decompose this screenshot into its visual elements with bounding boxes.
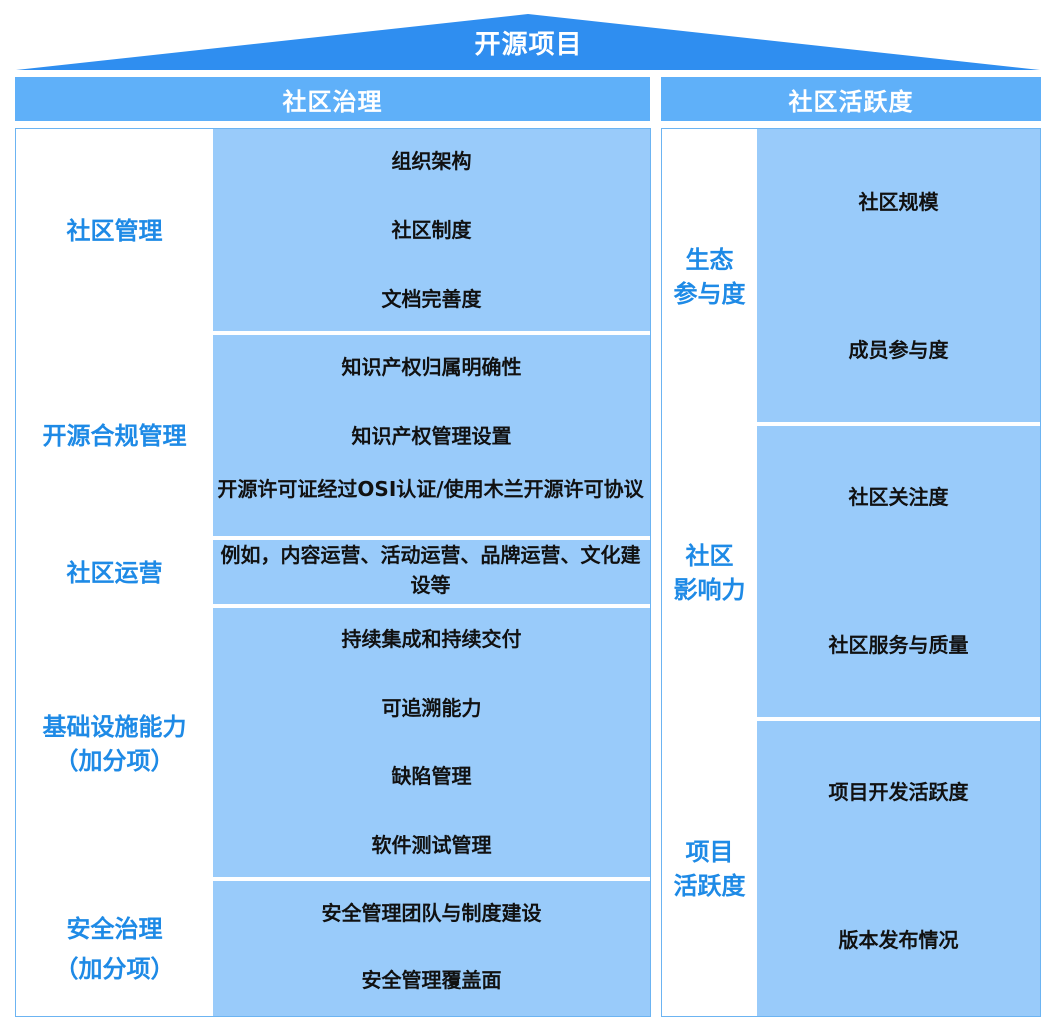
divider xyxy=(213,877,650,881)
category-label: 社区 xyxy=(685,541,734,570)
item-community-attention: 社区关注度 xyxy=(848,485,949,509)
category-label: 开源合规管理 xyxy=(42,422,187,450)
item-defect-management: 缺陷管理 xyxy=(391,764,472,788)
item-traceability: 可追溯能力 xyxy=(381,696,482,720)
activity-panel xyxy=(757,129,1040,1016)
category-community-management: 社区管理 xyxy=(16,129,213,333)
item-test-management: 软件测试管理 xyxy=(371,833,492,857)
item-ip-ownership: 知识产权归属明确性 xyxy=(341,355,522,379)
category-compliance: 开源合规管理 xyxy=(16,333,213,539)
category-label: 生态 xyxy=(685,245,734,274)
category-influence: 社区 影响力 xyxy=(662,426,757,719)
divider xyxy=(213,536,650,540)
roof-banner xyxy=(16,14,1040,70)
divider xyxy=(757,717,1040,721)
item-doc-completeness: 文档完善度 xyxy=(381,287,482,311)
category-label: 安全治理 xyxy=(66,914,163,943)
activity-header: 社区活跃度 xyxy=(661,77,1041,121)
item-org-structure: 组织架构 xyxy=(391,149,472,173)
category-security: 安全治理 （加分项） xyxy=(16,881,213,1016)
category-label: 项目 xyxy=(685,837,734,866)
item-dev-activity: 项目开发活跃度 xyxy=(828,780,969,804)
category-label: 参与度 xyxy=(673,279,746,308)
divider xyxy=(213,604,650,608)
category-note: （加分项） xyxy=(54,746,175,775)
item-ci-cd: 持续集成和持续交付 xyxy=(341,627,522,651)
category-label: 社区管理 xyxy=(66,217,163,245)
category-infrastructure: 基础设施能力 （加分项） xyxy=(16,608,213,879)
category-operations: 社区运营 xyxy=(16,540,213,606)
category-ecosystem: 生态 参与度 xyxy=(662,129,757,424)
item-community-rules: 社区制度 xyxy=(391,218,472,242)
category-label: 影响力 xyxy=(673,575,746,604)
page-title: 开源项目 xyxy=(474,30,583,60)
item-release-status: 版本发布情况 xyxy=(838,928,959,952)
item-security-coverage: 安全管理覆盖面 xyxy=(361,968,502,992)
divider xyxy=(757,422,1040,426)
item-service-quality: 社区服务与质量 xyxy=(828,633,969,657)
item-license: 开源许可证经过OSI认证/使用木兰开源许可协议 xyxy=(217,477,644,501)
item-security-team: 安全管理团队与制度建设 xyxy=(321,901,542,925)
item-operations-examples: 例如，内容运营、活动运营、品牌运营、文化建设等 xyxy=(220,543,641,597)
category-project-activity: 项目 活跃度 xyxy=(662,721,757,1016)
category-note: （加分项） xyxy=(54,954,175,983)
item-member-participation: 成员参与度 xyxy=(848,338,949,362)
governance-panel xyxy=(213,129,650,1016)
governance-header: 社区治理 xyxy=(15,77,650,121)
item-ip-management: 知识产权管理设置 xyxy=(351,424,512,448)
item-community-size: 社区规模 xyxy=(858,190,939,214)
category-label: 活跃度 xyxy=(673,871,746,900)
category-label: 基础设施能力 xyxy=(42,712,187,741)
divider xyxy=(213,331,650,335)
category-label: 社区运营 xyxy=(66,559,163,587)
